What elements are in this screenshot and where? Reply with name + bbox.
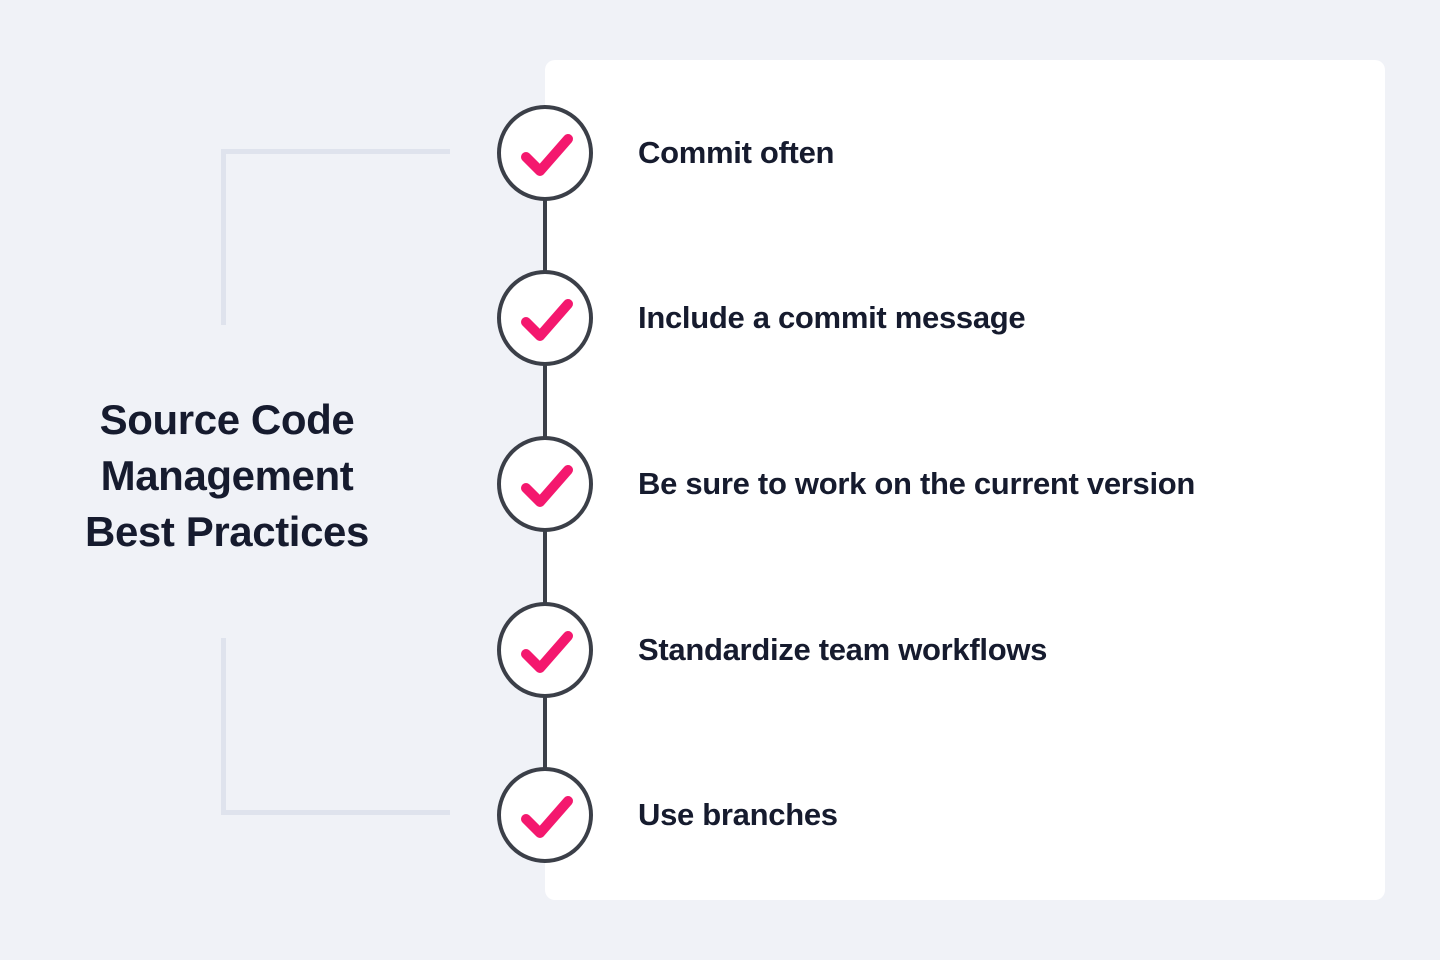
check-icon — [497, 767, 593, 863]
list-item-label: Commit often — [638, 135, 835, 170]
page-title-line-1: Source Code — [99, 396, 355, 443]
list-item-label: Use branches — [638, 797, 838, 832]
checklist-panel — [545, 60, 1385, 900]
check-icon — [497, 602, 593, 698]
page-title-line-3: Best Practices — [85, 508, 369, 555]
page-title-line-2: Management — [100, 452, 354, 499]
corner-bracket-bottom-left — [221, 638, 450, 815]
check-icon — [497, 436, 593, 532]
list-item-label: Include a commit message — [638, 300, 1026, 335]
corner-bracket-top-left — [221, 149, 450, 325]
check-icon — [497, 105, 593, 201]
list-item-label: Be sure to work on the current version — [638, 466, 1196, 501]
check-icon — [497, 270, 593, 366]
list-item-label: Standardize team workflows — [638, 632, 1048, 667]
page-title: Source Code Management Best Practices — [24, 392, 430, 560]
